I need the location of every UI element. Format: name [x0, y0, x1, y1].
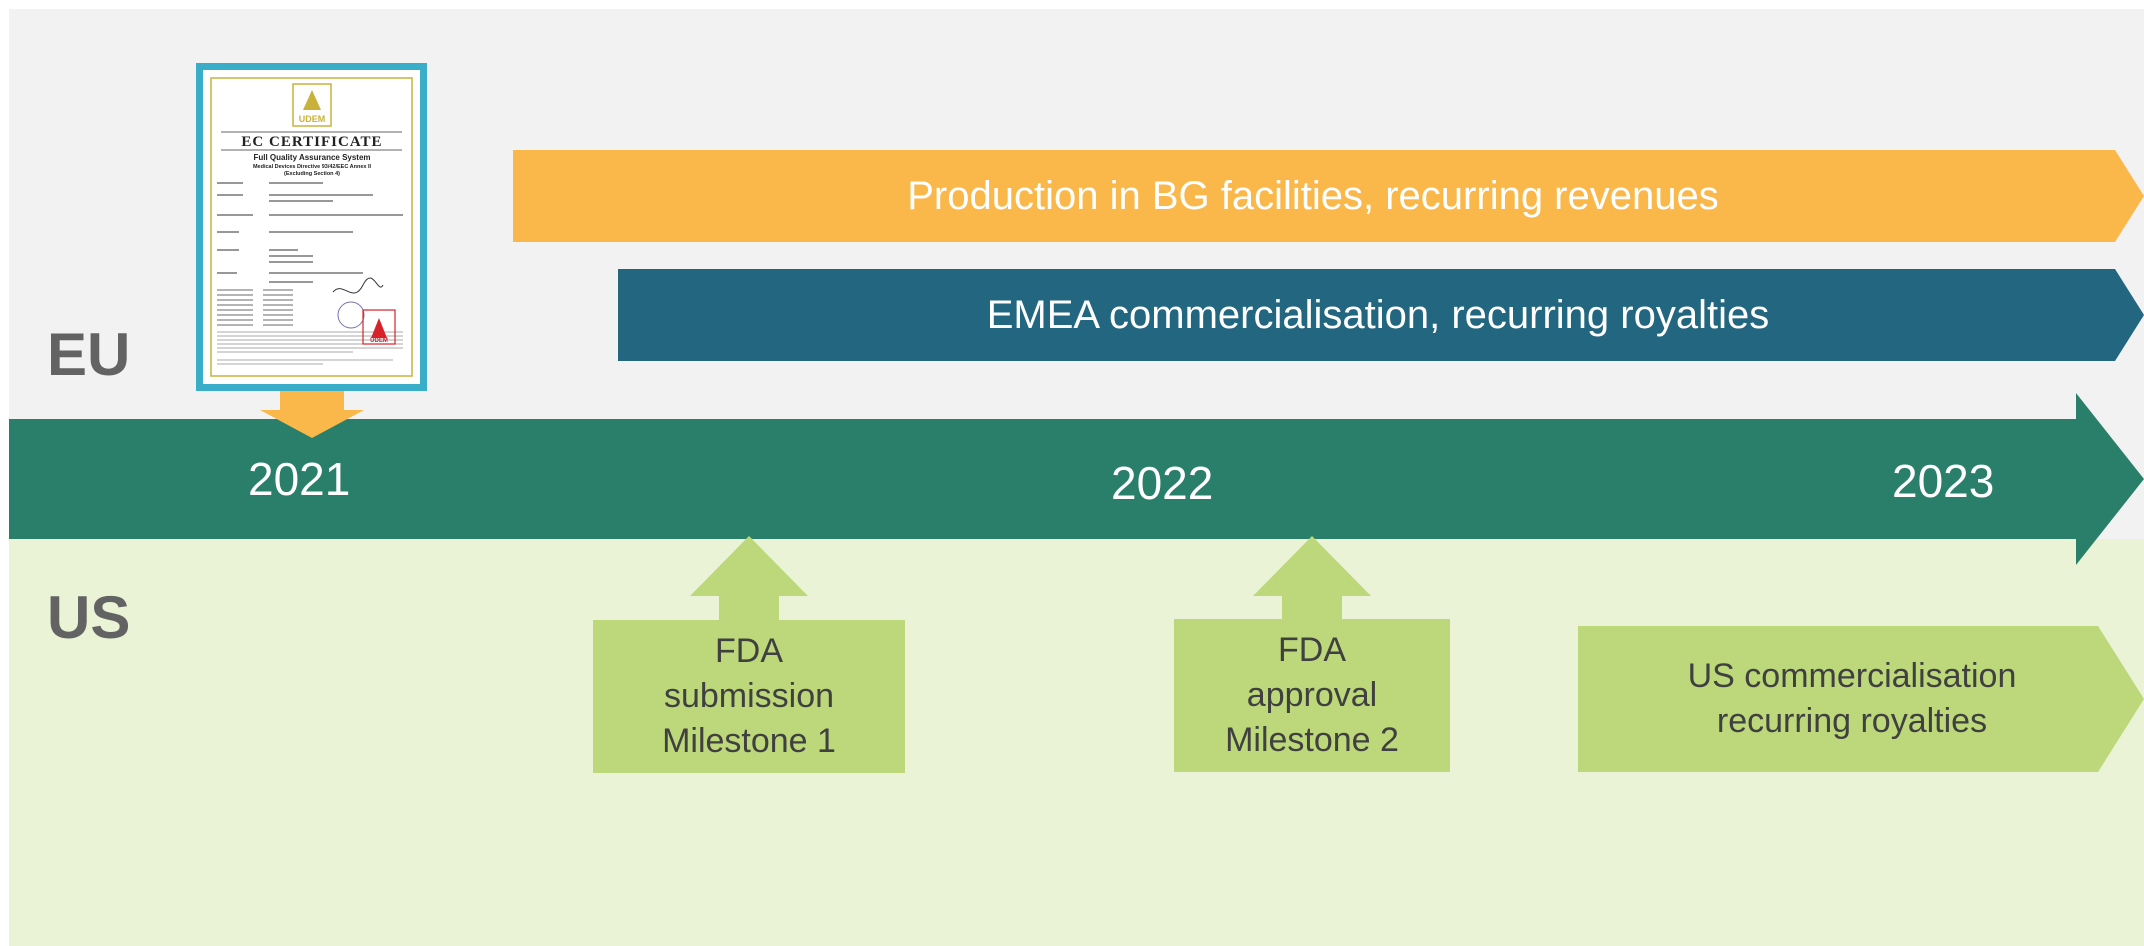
us-commercialisation-line-2: recurring royalties: [1716, 702, 1988, 740]
emea-bar-label: EMEA commercialisation, recurring royalt…: [986, 292, 1770, 337]
us-region-label: US: [47, 584, 131, 651]
certificate-down-arrow: [260, 386, 364, 438]
certificate-subtitle: Full Quality Assurance System: [253, 153, 370, 162]
us-commercialisation-label: US commercialisation recurring royalties: [1578, 626, 2126, 772]
year-2021-label: 2021: [248, 453, 351, 505]
eu-region-label: EU: [47, 321, 131, 388]
certificate-stamp-brand: UDEM: [370, 338, 388, 344]
certificate-heading: EC CERTIFICATE: [241, 134, 382, 150]
ec-certificate-image: UDEM EC CERTIFICATE Full Quality Assuran…: [196, 63, 427, 391]
fda-approval-line-3: Milestone 2: [1225, 721, 1399, 759]
fda-submission-line-1: FDA: [715, 632, 783, 670]
fda-submission-arrow-stem: [719, 594, 779, 620]
fda-submission-line-3: Milestone 1: [662, 722, 836, 760]
certificate-document-icon: UDEM EC CERTIFICATE Full Quality Assuran…: [210, 77, 413, 377]
year-2023-label: 2023: [1892, 455, 1995, 507]
fda-approval-box: FDA approval Milestone 2: [1174, 619, 1450, 772]
timeline-arrow: [9, 393, 2144, 565]
us-commercialisation-line-1: US commercialisation: [1687, 657, 2017, 695]
fda-submission-box: FDA submission Milestone 1: [593, 620, 905, 773]
fda-submission-up-arrow: [690, 536, 808, 596]
fda-approval-up-arrow: [1253, 536, 1371, 596]
production-bar-shape: [513, 150, 2144, 242]
fda-approval-line-2: approval: [1246, 676, 1378, 714]
us-commercialisation-shape: [1578, 626, 2144, 772]
certificate-excluding: (Excluding Section 4): [284, 171, 340, 177]
certificate-brand: UDEM: [299, 114, 326, 124]
fda-approval-arrow-stem: [1282, 594, 1342, 620]
emea-bar-shape: [618, 269, 2144, 361]
fda-submission-line-2: submission: [663, 677, 835, 715]
certificate-directive: Medical Devices Directive 93/42/EEC Anne…: [253, 164, 372, 170]
fda-approval-line-1: FDA: [1278, 631, 1346, 669]
production-bar-label: Production in BG facilities, recurring r…: [907, 173, 1719, 218]
year-2022-label: 2022: [1111, 457, 1214, 509]
